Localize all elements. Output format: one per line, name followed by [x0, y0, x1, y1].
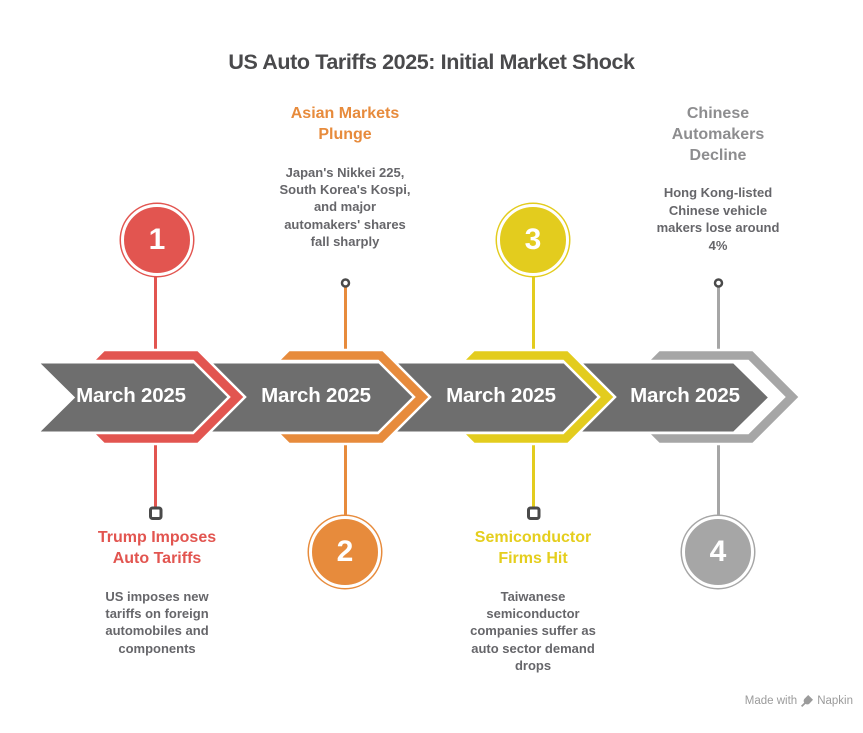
- step-number-3: 3: [524, 223, 542, 256]
- step-circle-1: 1: [121, 204, 193, 276]
- chevron-ribbon-2: [274, 348, 432, 446]
- event-description-1: US imposes new tariffs on foreign automo…: [105, 588, 209, 656]
- watermark[interactable]: Made with Napkin: [745, 695, 853, 707]
- chevron-ribbon-4: [644, 348, 802, 446]
- event-description-2: Japan's Nikkei 225, South Korea's Kospi,…: [279, 164, 411, 250]
- event-description-3: Taiwanese semiconductor companies suffer…: [470, 588, 596, 674]
- step-number-1: 1: [148, 223, 166, 256]
- watermark-brand: Napkin: [817, 695, 853, 707]
- page-title: US Auto Tariffs 2025: Initial Market Sho…: [228, 50, 635, 74]
- endpoint-ring-dot-2: [340, 278, 351, 288]
- event-block-2: Asian Markets Plunge Japan's Nikkei 225,…: [260, 104, 430, 251]
- endpoint-square-dot-3: [527, 506, 541, 520]
- event-heading-4: Chinese Automakers Decline: [671, 105, 765, 164]
- event-block-3: Semiconductor Firms Hit Taiwanese semico…: [448, 528, 618, 675]
- event-block-1: Trump Imposes Auto Tariffs US imposes ne…: [72, 528, 242, 657]
- watermark-text: Made with: [744, 695, 798, 707]
- date-label-1: March 2025: [76, 384, 186, 407]
- endpoint-ring-dot-4: [713, 278, 724, 288]
- step-circle-3: 3: [497, 204, 569, 276]
- event-block-4: Chinese Automakers Decline Hong Kong-lis…: [633, 104, 803, 254]
- date-label-4: March 2025: [630, 384, 740, 407]
- pen-nib-icon: [801, 695, 814, 707]
- event-heading-1: Trump Imposes Auto Tariffs: [97, 529, 217, 567]
- step-circle-4: 4: [682, 516, 754, 588]
- endpoint-square-dot-1: [149, 506, 163, 520]
- chevron-ribbon-1: [89, 348, 247, 446]
- event-heading-3: Semiconductor Firms Hit: [474, 529, 592, 567]
- step-number-2: 2: [336, 535, 354, 568]
- event-heading-2: Asian Markets Plunge: [290, 105, 400, 143]
- date-label-2: March 2025: [261, 384, 371, 407]
- chevron-ribbon-3: [459, 348, 617, 446]
- date-label-3: March 2025: [446, 384, 556, 407]
- event-description-4: Hong Kong-listed Chinese vehicle makers …: [656, 185, 780, 253]
- step-circle-2: 2: [309, 516, 381, 588]
- step-number-4: 4: [709, 535, 727, 568]
